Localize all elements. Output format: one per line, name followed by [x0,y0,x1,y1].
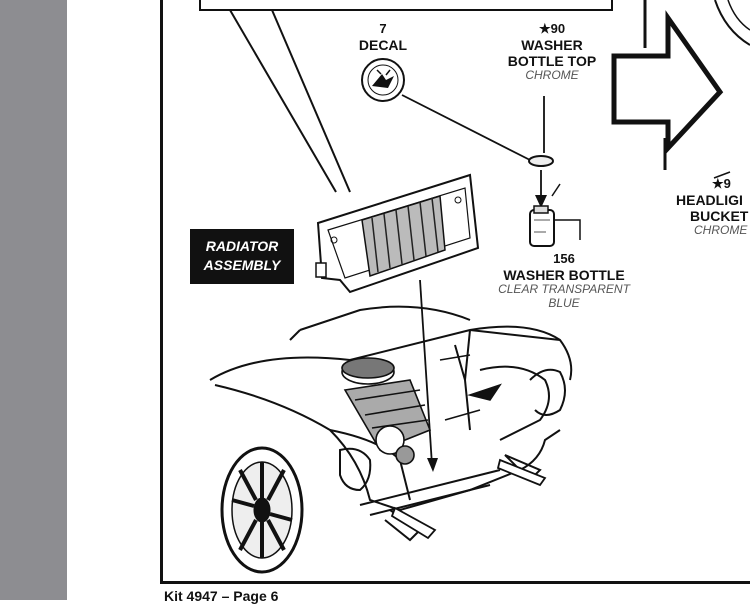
direction-arrow [611,10,724,155]
headlight-name-line1: HEADLIGI [676,191,743,208]
washer-top-name-line2: BOTTLE TOP [507,53,597,70]
washer-top-finish: CHROME [525,68,579,83]
washer-top-number: ★90 [538,21,566,36]
car-body [209,305,573,542]
decal-number: 7 [379,21,387,36]
radiator-assembly-label: RADIATOR ASSEMBLY [190,229,294,284]
headlight-name-line2: BUCKET [690,208,749,225]
washer-bottle-label: 156 WASHER BOTTLE CLEAR TRANSPARENT BLUE [478,251,650,311]
headlight-finish: CHROME [694,223,748,238]
radiator-label-line1: RADIATOR [205,238,279,254]
washer-bottle-part [529,205,581,247]
page-footer: Kit 4947 – Page 6 [164,588,279,604]
headlight-number: ★9 [712,176,731,191]
instruction-frame [160,0,750,584]
washer-top-label: ★90 WASHER BOTTLE TOP CHROME [490,21,614,83]
viewer-margin [0,0,67,600]
stands [390,458,547,540]
washer-top-name-line1: WASHER [521,36,583,53]
washer-bottle-name: WASHER BOTTLE [503,266,625,283]
washer-bottle-finish-line1: CLEAR TRANSPARENT [498,282,630,297]
decal-name: DECAL [358,36,408,53]
decal-icon [361,58,405,102]
radiator-part [315,173,480,294]
washer-bottle-finish-line2: BLUE [548,295,580,310]
washer-top-part [528,155,554,167]
radiator-label-line2: ASSEMBLY [203,257,281,273]
decal-label: 7 DECAL [345,21,421,53]
washer-bottle-number: 156 [553,251,575,266]
headlight-label: ★9 HEADLIGI BUCKET CHROME [676,176,750,238]
front-wheel [220,446,304,574]
engine [341,354,502,465]
